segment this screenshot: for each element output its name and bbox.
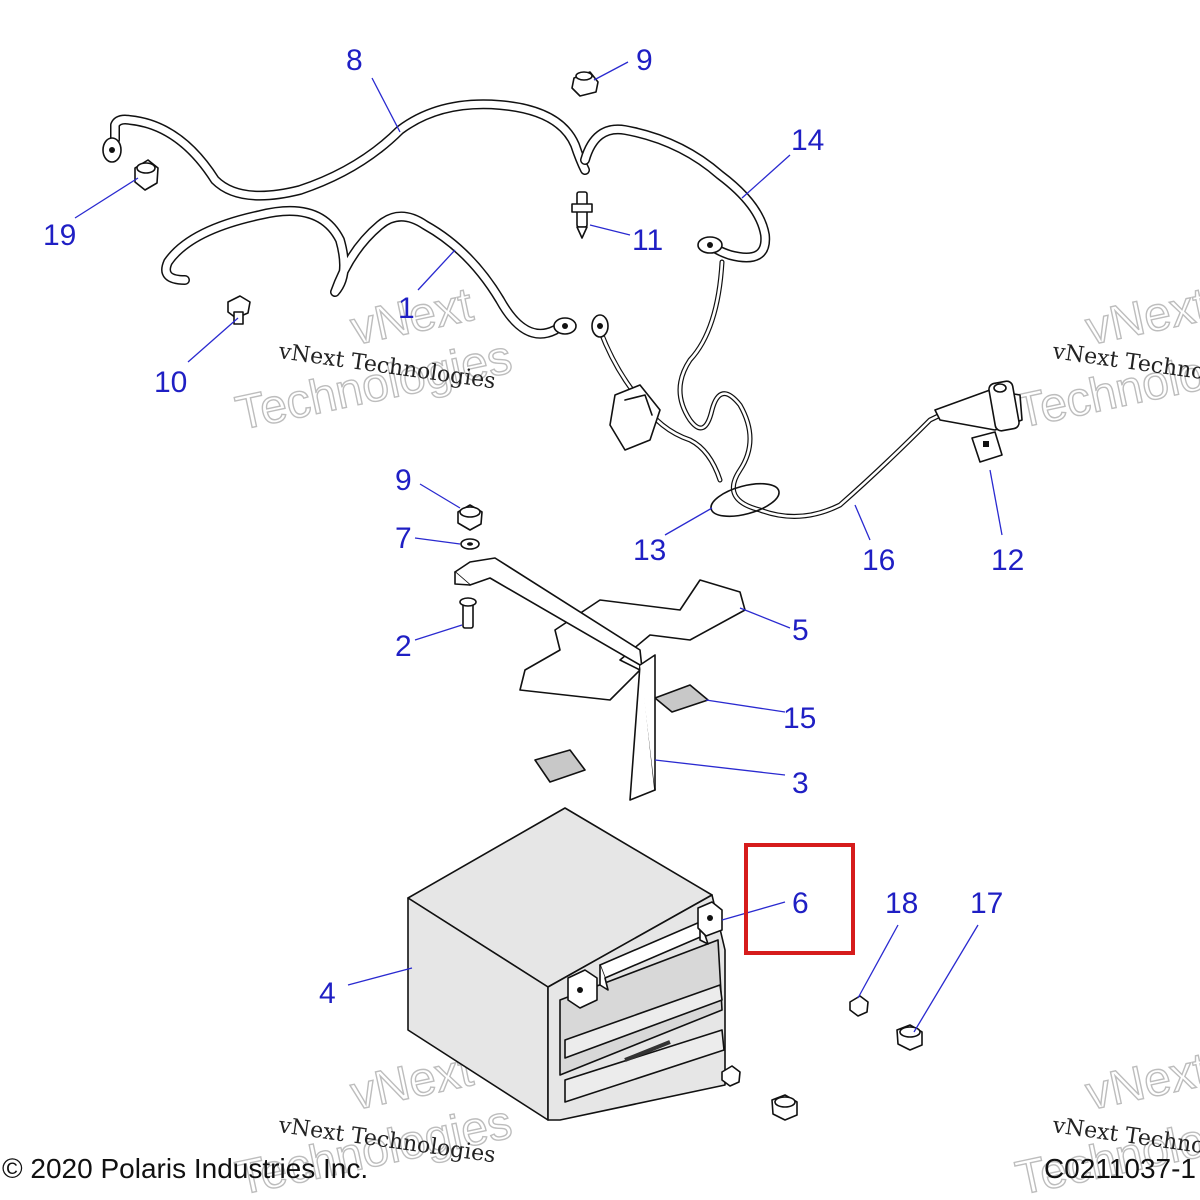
callout-18: 18 [885,887,918,920]
pad-15 [654,684,709,713]
diagram-code: C0211037-1 [1044,1153,1196,1184]
hold-down-strap-3 [454,557,656,801]
callout-9-middle: 9 [395,464,412,497]
nut-9-top [571,71,599,97]
accessory-harness-16 [591,259,1023,519]
callout-5: 5 [792,614,809,647]
battery-cable-8 [102,99,590,201]
callout-15: 15 [783,702,816,735]
battery-cable-1 [161,205,577,339]
bolt-10 [227,295,251,325]
callout-1: 1 [398,292,415,325]
leader-lines [74,61,1003,1033]
callout-11: 11 [632,224,663,257]
callout-7: 7 [395,522,412,555]
battery-4 [407,807,726,1121]
callout-9-top: 9 [636,44,653,77]
watermark-top-right: vNext Technologies vNext Technologies [1011,278,1200,440]
nut-bottom [721,1065,741,1087]
washer-7 [460,538,480,550]
stud-11 [571,191,593,239]
callout-4: 4 [319,977,336,1010]
callout-2: 2 [395,630,412,663]
bolt-2 [459,597,477,629]
callout-6: 6 [792,887,809,920]
bolt-bottom [771,1094,798,1121]
pad-small [534,749,586,783]
callout-12: 12 [991,544,1024,577]
bolt-17 [896,1024,923,1051]
watermark-big-4a: vNext [1081,1043,1200,1120]
watermark-big-2a: vNext [1081,278,1200,355]
copyright-text: © 2020 Polaris Industries Inc. [2,1153,368,1184]
nut-19 [134,159,159,191]
battery-cable-14 [580,124,771,263]
callout-17: 17 [970,887,1003,920]
nut-18 [849,995,869,1017]
fuse-holder-icon [609,384,661,451]
highlight-box [744,843,855,955]
nut-9-middle [457,504,483,531]
callout-8: 8 [346,44,363,77]
callout-16: 16 [862,544,895,577]
callout-3: 3 [792,767,809,800]
watermark-top-left: vNext Technologies vNext Technologies [231,278,517,442]
connector-12 [971,431,1003,463]
callout-labels: 8 9 14 19 11 1 10 9 7 13 16 12 2 5 15 3 … [43,44,1024,1010]
battery-tray-5 [519,579,746,701]
callout-13: 13 [633,534,666,567]
callout-19: 19 [43,219,76,252]
callout-14: 14 [791,124,824,157]
callout-10: 10 [154,366,187,399]
